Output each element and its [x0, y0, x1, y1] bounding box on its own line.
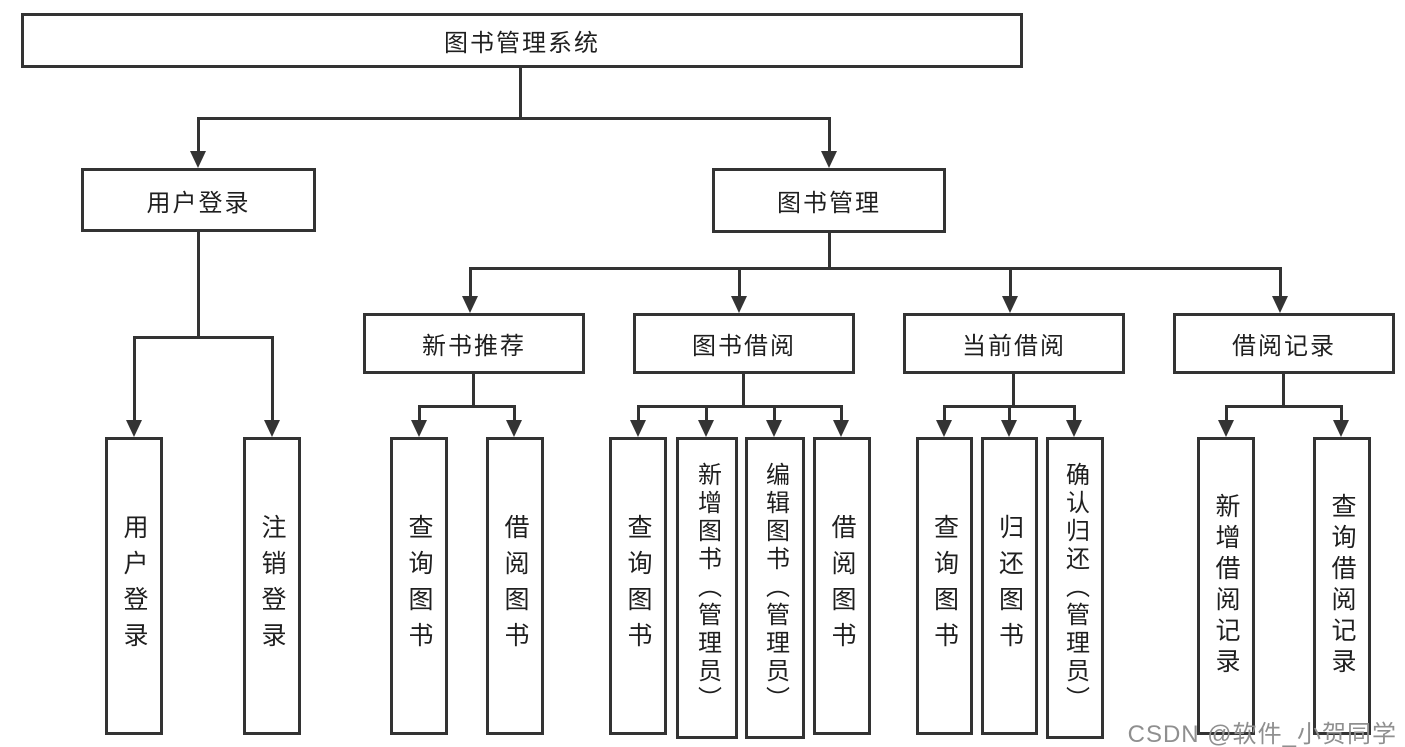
node-logout-leaf: 注销登录: [243, 437, 301, 735]
node-book-borrowing: 图书借阅: [633, 313, 855, 374]
arrow-down-icon: [731, 296, 747, 313]
connector-line: [637, 405, 640, 424]
node-query-books-borrowing: 查询图书: [609, 437, 667, 735]
node-query-books-recommend: 查询图书: [390, 437, 448, 735]
connector-line: [828, 233, 831, 269]
node-confirm-return-admin: 确认归还（管理员）: [1046, 437, 1104, 739]
arrow-down-icon: [833, 420, 849, 437]
connector-line: [1225, 405, 1228, 424]
connector-line: [773, 405, 776, 424]
connector-line: [1008, 405, 1011, 424]
connector-line: [418, 405, 421, 424]
arrow-down-icon: [630, 420, 646, 437]
node-borrow-books-leaf: 借阅图书: [813, 437, 871, 735]
arrow-down-icon: [126, 420, 142, 437]
connector-line: [470, 267, 1281, 270]
node-add-borrow-record: 新增借阅记录: [1197, 437, 1255, 735]
connector-line: [133, 336, 273, 339]
connector-line: [472, 374, 475, 408]
connector-line: [1225, 405, 1342, 408]
node-query-borrow-record: 查询借阅记录: [1313, 437, 1371, 735]
connector-line: [742, 374, 745, 408]
node-query-books-current: 查询图书: [916, 437, 973, 735]
node-add-book-admin: 新增图书（管理员）: [676, 437, 738, 739]
arrow-down-icon: [462, 296, 478, 313]
connector-line: [840, 405, 843, 424]
connector-line: [828, 117, 831, 155]
connector-line: [1279, 267, 1282, 300]
connector-line: [943, 405, 946, 424]
arrow-down-icon: [1272, 296, 1288, 313]
connector-line: [705, 405, 708, 424]
connector-line: [1009, 267, 1012, 300]
arrow-down-icon: [411, 420, 427, 437]
connector-line: [197, 232, 200, 338]
connector-line: [271, 336, 274, 424]
node-user-login-leaf: 用户登录: [105, 437, 163, 735]
connector-line: [197, 117, 200, 155]
connector-line: [1073, 405, 1076, 424]
csdn-watermark: CSDN @软件_小贺同学: [1127, 721, 1397, 747]
connector-line: [133, 336, 136, 424]
node-current-borrowing: 当前借阅: [903, 313, 1125, 374]
arrow-down-icon: [1066, 420, 1082, 437]
connector-line: [1340, 405, 1343, 424]
connector-line: [469, 267, 472, 300]
node-borrow-records: 借阅记录: [1173, 313, 1395, 374]
node-new-book-recommend: 新书推荐: [363, 313, 585, 374]
arrow-down-icon: [936, 420, 952, 437]
arrow-down-icon: [766, 420, 782, 437]
connector-line: [418, 405, 516, 408]
arrow-down-icon: [1001, 420, 1017, 437]
connector-line: [513, 405, 516, 424]
connector-line: [1282, 374, 1285, 408]
node-return-book: 归还图书: [981, 437, 1038, 735]
arrow-down-icon: [1002, 296, 1018, 313]
connector-line: [1012, 374, 1015, 408]
arrow-down-icon: [264, 420, 280, 437]
arrow-down-icon: [821, 151, 837, 168]
arrow-down-icon: [1333, 420, 1349, 437]
node-book-management: 图书管理: [712, 168, 946, 233]
connector-line: [637, 405, 842, 408]
arrow-down-icon: [1218, 420, 1234, 437]
node-edit-book-admin: 编辑图书（管理员）: [745, 437, 805, 739]
connector-line: [519, 68, 522, 119]
arrow-down-icon: [506, 420, 522, 437]
arrow-down-icon: [698, 420, 714, 437]
arrow-down-icon: [190, 151, 206, 168]
connector-line: [738, 267, 741, 300]
node-root-system: 图书管理系统: [21, 13, 1023, 68]
node-user-login: 用户登录: [81, 168, 316, 232]
node-borrow-books-recommend: 借阅图书: [486, 437, 544, 735]
connector-line: [197, 117, 831, 120]
